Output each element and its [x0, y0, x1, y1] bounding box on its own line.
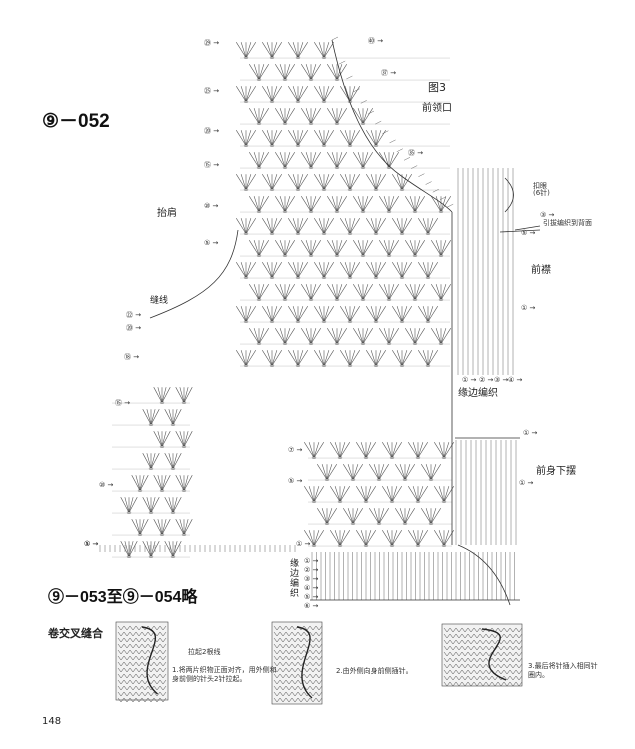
row-marker: ⑮ →: [204, 161, 220, 169]
row-marker: ② →: [304, 566, 319, 574]
row-marker: ① →: [296, 540, 311, 548]
row-marker: ② →: [479, 376, 494, 384]
row-marker: ㉙ →: [204, 39, 220, 47]
row-marker: ① →: [521, 304, 536, 312]
row-marker: ⑤ →: [288, 477, 303, 485]
row-marker: ⑳ →: [204, 127, 220, 135]
row-marker: ④ →: [304, 584, 319, 592]
row-marker: ⑩ →: [99, 481, 114, 489]
row-marker: ⑳ →: [126, 324, 142, 332]
front-neck-label: 前领口: [422, 103, 452, 114]
border-label: 缘边编织: [458, 388, 498, 399]
buttonhole-label: 扣眼 (6针): [533, 182, 550, 197]
row-marker: ⑤ →: [204, 239, 219, 247]
row-marker: ⑩ →: [204, 202, 219, 210]
row-marker: ③ →: [304, 575, 319, 583]
row-marker: ⑤ →: [84, 540, 99, 548]
row-marker: ⑮ →: [115, 399, 131, 407]
row-marker: ⑤ →: [521, 229, 536, 237]
row-marker: ⑱ →: [124, 353, 140, 361]
seam-step3-text: 3.最后将针插入相同针圈内。: [528, 662, 598, 680]
border-ribbing-stitches: [99, 36, 517, 600]
placket-arrow-line: [499, 229, 541, 233]
seam-diagrams: [115, 621, 523, 705]
corner-curve: [457, 544, 511, 606]
row-marker: ⑦ →: [288, 446, 303, 454]
row-marker: ⑥ →: [304, 602, 319, 610]
stitch-fans-center-piece: [303, 442, 455, 547]
buttonhole-curve: [504, 177, 514, 213]
row-marker: ⑤ →: [304, 593, 319, 601]
row-marker: ① →: [304, 557, 319, 565]
armhole-curve: [149, 229, 239, 319]
pattern-code: ⑨－052: [42, 111, 110, 132]
row-marker: ① →: [84, 540, 99, 548]
seam-section-title: 卷交叉缝合: [48, 627, 103, 640]
row-marker: ① →: [519, 479, 534, 487]
front-hem-label: 前身下摆: [536, 466, 576, 477]
placket-label: 前襟: [531, 265, 551, 276]
row-marker: ④ →: [508, 376, 523, 384]
neckline-curve: [331, 39, 453, 213]
figure-label: 图3: [428, 81, 446, 94]
chart-outline: [149, 39, 541, 606]
pickup-note: 引拔编织到背面: [543, 219, 592, 227]
stitch-fans-upper-body: [235, 42, 452, 367]
shoulder-label: 抬肩: [157, 208, 177, 219]
page-number: 148: [42, 716, 62, 727]
omitted-patterns-note: ⑨－053至⑨－054略: [48, 589, 198, 606]
stitch-fans-left-piece: [112, 387, 193, 558]
border-vertical-label: 缘边编织: [288, 558, 298, 598]
row-marker: ㊲ →: [381, 69, 397, 77]
row-marker: ③ →: [494, 376, 509, 384]
row-marker: ① →: [523, 429, 538, 437]
row-marker: ㉟ →: [408, 149, 424, 157]
row-marker: ① →: [462, 376, 477, 384]
seam-step1-tag: 拉起2根线: [188, 648, 221, 656]
placket-arrow-line: [514, 225, 541, 231]
seam-line-label: 缝线: [150, 296, 169, 306]
row-marker: ㉕ →: [204, 87, 220, 95]
row-marker: ㉒ →: [126, 311, 142, 319]
seam-step2-text: 2.由外侧向身前侧插针。: [336, 667, 413, 675]
row-marker: ㊵ →: [368, 37, 384, 45]
row-marker: ③ →: [540, 211, 555, 219]
seam-step1-text: 1.将两片织物正面对齐，用外侧和身前侧的针头2针拉起。: [172, 666, 277, 684]
